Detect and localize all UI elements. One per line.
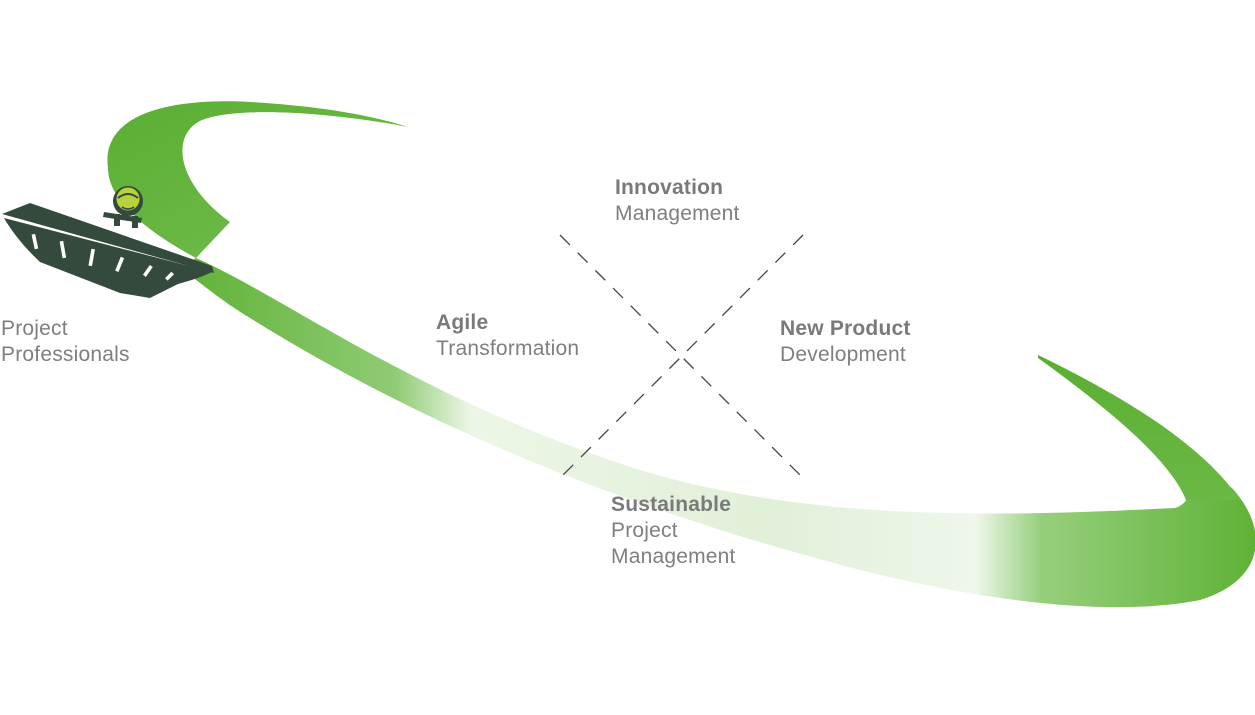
innovation-subtitle: Management bbox=[615, 202, 740, 225]
ring-top-arc bbox=[107, 101, 408, 258]
label-new-product-development: New Product Development bbox=[780, 316, 911, 368]
agile-title: Agile bbox=[436, 311, 489, 334]
label-project-professionals: Project Professionals bbox=[1, 316, 130, 368]
label-sustainable-project-management: Sustainable Project Management bbox=[611, 492, 736, 570]
ring-right-tail bbox=[1038, 355, 1240, 500]
new-product-subtitle: Development bbox=[780, 343, 906, 366]
agile-subtitle: Transformation bbox=[436, 337, 580, 360]
sustainable-line3: Management bbox=[611, 545, 736, 568]
sustainable-title: Sustainable bbox=[611, 493, 732, 516]
person-icon bbox=[103, 186, 143, 228]
new-product-title: New Product bbox=[780, 317, 911, 340]
label-innovation-management: Innovation Management bbox=[615, 175, 740, 227]
project-professionals-line2: Professionals bbox=[1, 343, 130, 366]
sustainable-line2: Project bbox=[611, 519, 678, 542]
label-agile-transformation: Agile Transformation bbox=[436, 310, 579, 362]
boat-icon bbox=[2, 186, 214, 298]
innovation-title: Innovation bbox=[615, 176, 724, 199]
dashed-crosshair bbox=[559, 234, 804, 479]
project-professionals-line1: Project bbox=[1, 317, 68, 340]
ring-band bbox=[180, 258, 1255, 608]
